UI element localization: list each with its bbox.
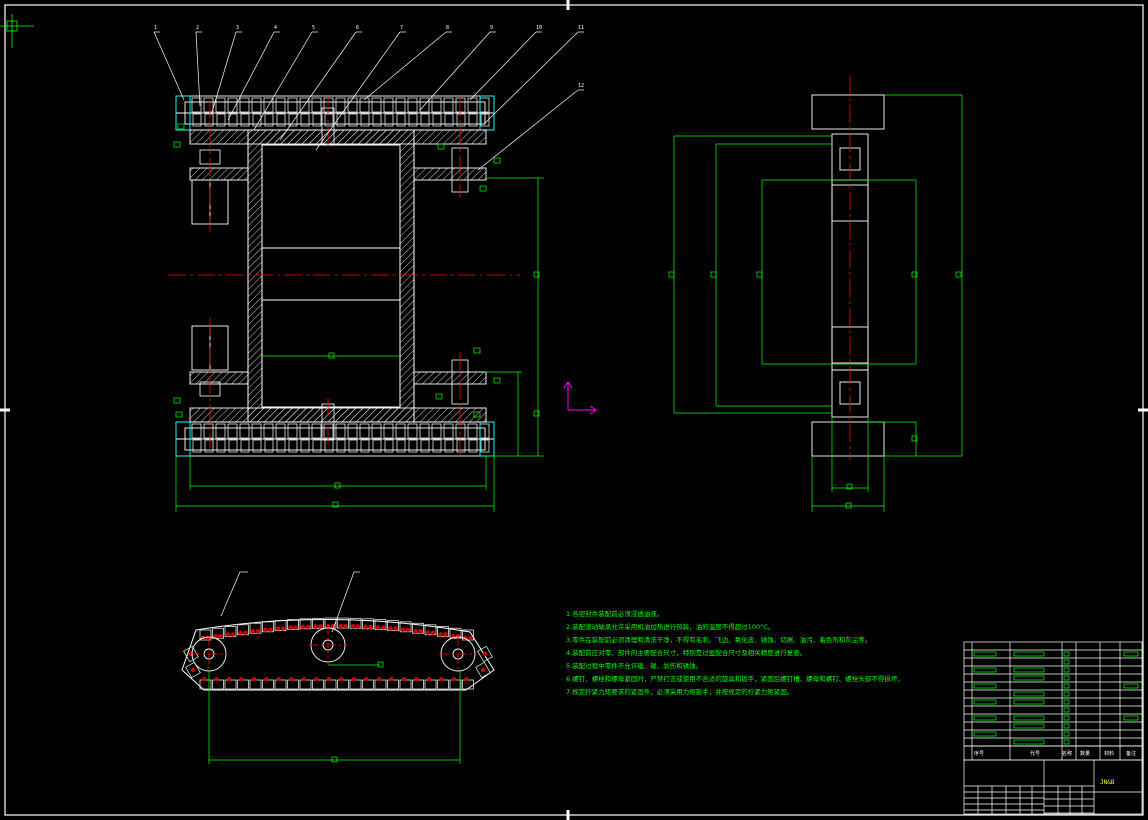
parts-header-code: 代号 bbox=[1030, 751, 1041, 757]
technical-notes: 1.各密封件装配前必须浸透油液。 2.装配滚动轴承允许采用机油加热进行热装，油的… bbox=[566, 608, 926, 699]
side-view bbox=[668, 76, 963, 512]
note-line: 6.螺钉、螺栓和螺母紧固时，严禁打击或使用不合适的旋具和扳手，紧固后螺钉槽、螺母… bbox=[566, 675, 904, 683]
balloon-label: 4 bbox=[274, 25, 278, 31]
crawler-view bbox=[181, 571, 495, 764]
ucs-icon bbox=[563, 381, 597, 415]
top-track-links bbox=[191, 97, 490, 127]
balloon-leaders bbox=[153, 31, 584, 171]
parts-header-material: 材料 bbox=[1104, 751, 1115, 757]
note-line: 3.零件在装配前必须清理和清洗干净，不得有毛刺、飞边、氧化皮、锈蚀、切屑、油污、… bbox=[566, 636, 872, 644]
balloon-label: 6 bbox=[356, 25, 360, 31]
balloon-label: 10 bbox=[536, 25, 543, 31]
note-line: 7.规定拧紧力矩要求的紧固件，必须采用力矩扳手，并按规定的拧紧力矩紧固。 bbox=[566, 688, 794, 696]
balloon-label: 7 bbox=[400, 25, 404, 31]
front-view-dimensions bbox=[175, 177, 544, 512]
front-view bbox=[153, 31, 584, 512]
tolerance-callouts bbox=[173, 123, 501, 418]
balloon-label: 8 bbox=[446, 25, 450, 31]
parts-header-qty: 数量 bbox=[1080, 751, 1091, 757]
balloon-label: 2 bbox=[196, 25, 200, 31]
centerlines bbox=[168, 98, 520, 455]
note-line: 4.装配前应对零、部件的主要配合尺寸，特别是过盈配合尺寸及相关精度进行复查。 bbox=[566, 649, 807, 657]
note-line: 5.装配过程中零件不允许磕、碰、划伤和锈蚀。 bbox=[566, 662, 703, 670]
dimension-text-markers bbox=[328, 271, 540, 508]
bottom-track bbox=[175, 421, 495, 457]
title-block bbox=[963, 759, 1143, 815]
ucs-crosshair bbox=[0, 14, 34, 48]
note-line: 2.装配滚动轴承允许采用机油加热进行热装，油的温度不得超过100°C。 bbox=[566, 623, 775, 631]
main-frame-section bbox=[189, 129, 487, 423]
bottom-track-links bbox=[191, 423, 490, 453]
balloon-label: 11 bbox=[578, 25, 585, 31]
parts-list-table bbox=[963, 641, 1143, 761]
balloon-label: 9 bbox=[490, 25, 494, 31]
note-line: 1.各密封件装配前必须浸透油液。 bbox=[566, 610, 664, 618]
parts-header-index: 序号 bbox=[974, 751, 985, 757]
balloon-label: 12 bbox=[578, 83, 585, 89]
parts-header-remark: 备注 bbox=[1126, 751, 1137, 757]
parts-header-name: 名称 bbox=[1062, 751, 1073, 757]
balloon-label: 1 bbox=[154, 25, 158, 31]
balloon-label: 3 bbox=[236, 25, 240, 31]
balloon-label: 5 bbox=[312, 25, 316, 31]
side-view-dimensions bbox=[673, 94, 963, 512]
top-track bbox=[175, 95, 495, 131]
title-block-label: JN&B bbox=[1100, 779, 1115, 786]
